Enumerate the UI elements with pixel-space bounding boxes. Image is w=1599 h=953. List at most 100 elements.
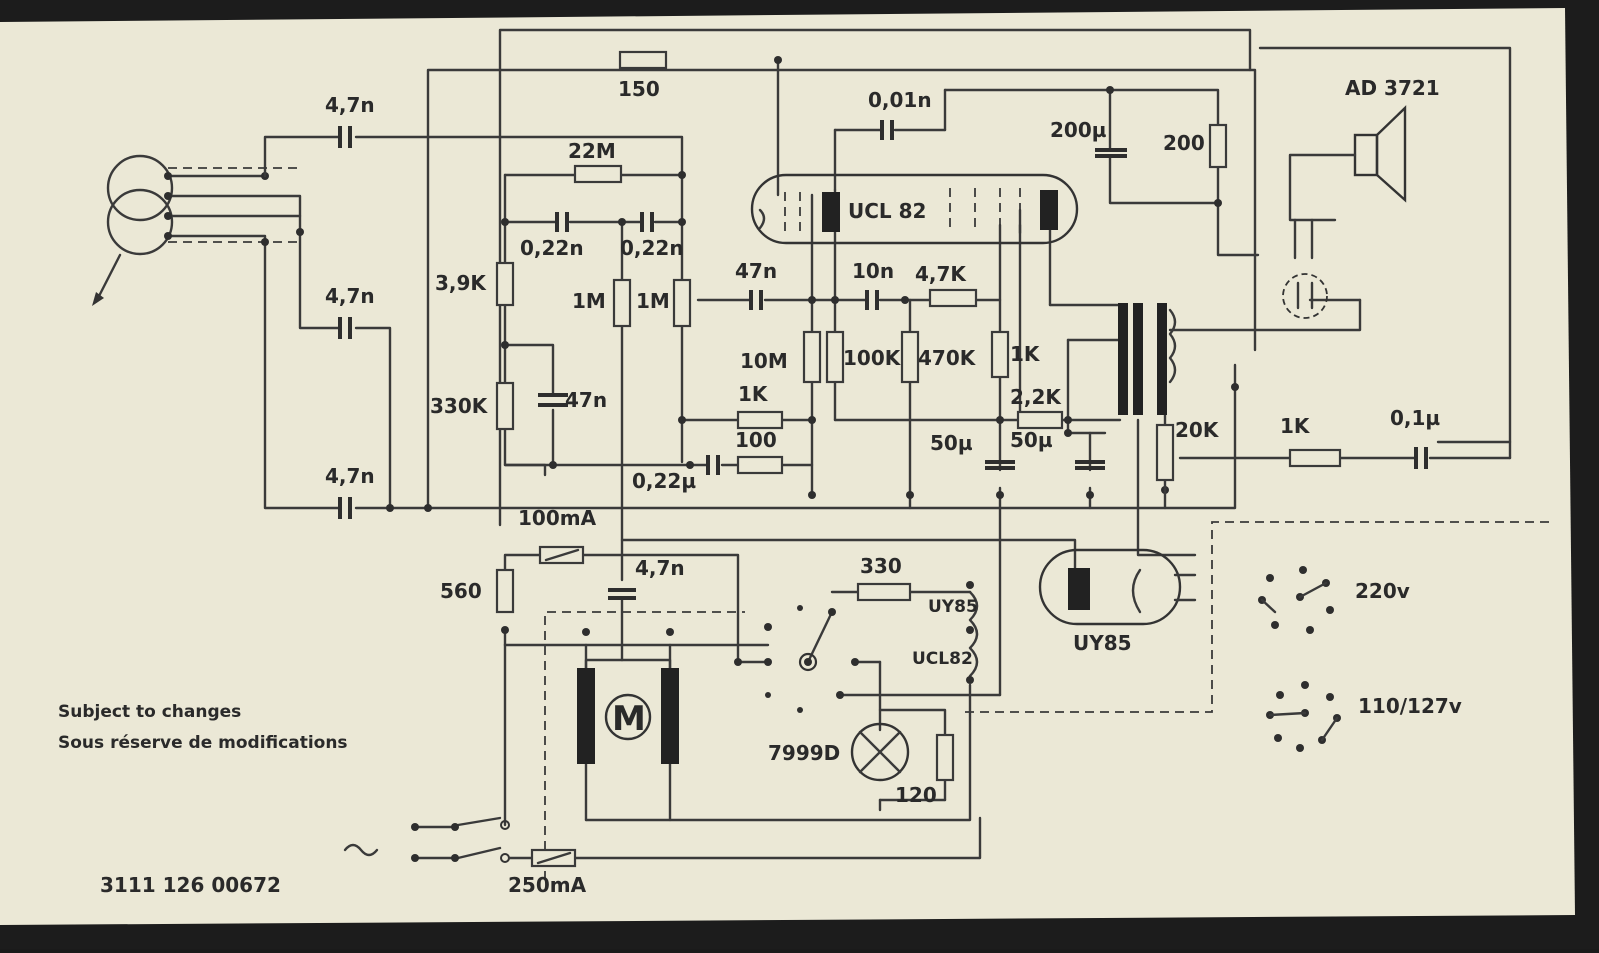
label-r330: 330 [860, 554, 902, 578]
label-heater-uy85: UY85 [928, 597, 978, 617]
motor [577, 668, 679, 764]
label-cap-input-mid: 4,7n [325, 284, 375, 308]
label-tube-ucl82: UCL 82 [848, 199, 926, 223]
capacitor-input-bottom [338, 497, 352, 519]
capacitor-200u [1095, 148, 1127, 158]
label-fuse-100ma: 100mA [518, 506, 597, 530]
resistor-100 [736, 455, 784, 475]
label-c10n: 10n [852, 259, 894, 283]
resistors [495, 50, 1342, 782]
note-line1: Subject to changes [58, 702, 241, 722]
lamp [850, 722, 910, 782]
resistor-4-7k [928, 288, 978, 308]
capacitor-47n-shunt [538, 393, 568, 407]
capacitor-0-01n [880, 120, 894, 140]
resistor-120 [935, 733, 955, 782]
label-c022b: 0,22n [620, 236, 684, 260]
label-heater-ucl82: UCL82 [912, 649, 973, 669]
note-line2: Sous réserve de modifications [58, 733, 348, 753]
capacitors [338, 120, 1428, 600]
label-c200u: 200µ [1050, 118, 1107, 142]
label-c022u: 0,22µ [632, 469, 696, 493]
voltage-selector-220 [1258, 566, 1334, 634]
label-lamp: 7999D [768, 741, 840, 765]
label-r39k: 3,9K [435, 271, 487, 295]
pickup-cartridge [92, 154, 342, 510]
resistor-330k [495, 381, 515, 431]
label-cap-input-top: 4,7n [325, 93, 375, 117]
label-r470k: 470K [918, 346, 977, 370]
label-r10m: 10M [740, 349, 788, 373]
resistor-1m-b [672, 278, 692, 328]
tube-uy85 [1038, 548, 1197, 626]
resistor-1k-b [736, 410, 784, 430]
part-number: 3111 126 00672 [100, 873, 281, 897]
capacitor-input-mid [338, 317, 352, 339]
capacitor-0-22u [706, 455, 720, 475]
label-c47n-coupling: 47n [735, 259, 777, 283]
resistor-330 [856, 582, 912, 602]
label-r560: 560 [440, 579, 482, 603]
label-c001: 0,01n [868, 88, 932, 112]
label-speaker: AD 3721 [1345, 76, 1440, 100]
capacitor-10n [865, 290, 879, 310]
label-voltage-110: 110/127v [1358, 694, 1462, 718]
resistor-10m [802, 330, 822, 384]
label-r150: 150 [618, 77, 660, 101]
resistor-1k-c [1288, 448, 1342, 468]
capacitor-50u-a [985, 460, 1015, 470]
resistor-3-9k [495, 261, 515, 307]
label-r100: 100 [735, 428, 777, 452]
capacitor-0-22n-b [640, 212, 654, 232]
resistor-100k [825, 330, 845, 384]
label-voltage-220: 220v [1355, 579, 1410, 603]
label-tube-uy85: UY85 [1073, 631, 1132, 655]
label-ac-symbol: ~ [343, 859, 344, 861]
resistor-1k-a [990, 330, 1010, 379]
ac-symbol [343, 843, 379, 857]
capacitor-input-top [338, 126, 352, 148]
label-r330k: 330K [430, 394, 489, 418]
tube-ucl82 [750, 173, 1079, 245]
fuses [530, 545, 585, 868]
label-c-motor: 4,7n [635, 556, 685, 580]
label-r20k: 20K [1175, 418, 1220, 442]
label-r1k-b: 1K [738, 382, 769, 406]
voltage-selector-110 [1266, 681, 1341, 752]
label-r120: 120 [895, 783, 937, 807]
label-c47n-shunt: 47n [565, 388, 607, 412]
speaker [1282, 105, 1407, 319]
paper [0, 8, 1575, 925]
resistor-20k [1155, 423, 1175, 482]
label-r100k: 100K [843, 346, 902, 370]
capacitor-0-22n-a [555, 212, 569, 232]
resistor-470k [900, 330, 920, 384]
output-transformer [1118, 303, 1177, 415]
resistor-150 [618, 50, 668, 70]
resistor-1m-a [612, 278, 632, 328]
resistor-22m [573, 164, 623, 184]
label-c50u-b: 50µ [1010, 428, 1053, 452]
label-r1m-a: 1M [572, 289, 606, 313]
label-r22k: 2,2K [1010, 385, 1062, 409]
label-fuse-250ma: 250mA [508, 873, 587, 897]
label-c50u-a: 50µ [930, 431, 973, 455]
label-r200: 200 [1163, 131, 1205, 155]
label-r22m: 22M [568, 139, 616, 163]
label-cap-input-bottom: 4,7n [325, 464, 375, 488]
capacitor-47n-coupling [749, 290, 763, 310]
label-r1k-c: 1K [1280, 414, 1311, 438]
label-motor: M [612, 699, 646, 739]
resistor-2-2k [1016, 410, 1064, 430]
label-c022a: 0,22n [520, 236, 584, 260]
capacitor-motor [608, 588, 636, 600]
label-r1k-a: 1K [1010, 342, 1041, 366]
resistor-560 [495, 568, 515, 614]
label-r1m-b: 1M [636, 289, 670, 313]
resistor-200 [1208, 123, 1228, 169]
label-c01u: 0,1µ [1390, 406, 1440, 430]
capacitor-50u-b [1075, 460, 1105, 470]
label-r47k: 4,7K [915, 262, 967, 286]
